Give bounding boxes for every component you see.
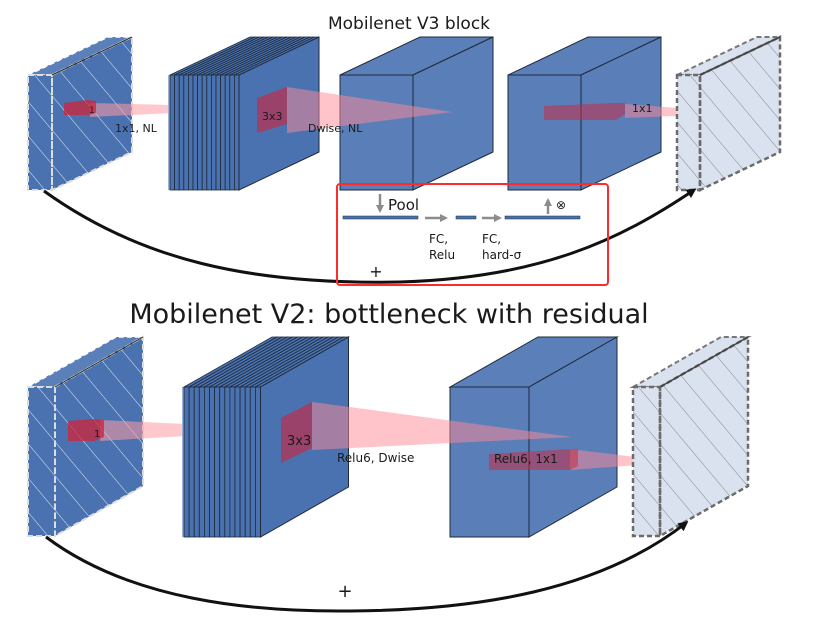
v3-expand-label: 1x1, NL <box>115 122 158 135</box>
stack-slice <box>183 74 189 191</box>
v2-kernel-3x3: 3x3 <box>281 402 572 463</box>
stack-slice <box>224 74 231 191</box>
se-highlight-box <box>336 183 609 286</box>
v2-residual-plus: + <box>337 581 352 602</box>
stack-slice <box>197 74 203 191</box>
v3-input-tensor <box>27 35 133 192</box>
stack-slice <box>214 386 221 538</box>
v3-dwise-label: Dwise, NL <box>308 122 363 135</box>
stack-slice <box>239 386 246 538</box>
v2-dwise-label: Relu6, Dwise <box>337 451 414 465</box>
stack-slice <box>178 74 185 191</box>
v2-input-tensor <box>25 335 146 538</box>
v3-residual-arrow <box>43 188 697 284</box>
se-pooled-vector <box>342 215 419 220</box>
v3-title: Mobilenet V3 block <box>328 14 490 34</box>
v2-output-tensor <box>629 334 752 539</box>
v3-project-kernel-label: 1x1 <box>632 102 653 115</box>
stack-slice <box>215 74 221 191</box>
se-fc2-vector <box>504 215 581 220</box>
v3-kernel-3x3: 3x3 <box>257 87 452 133</box>
se-fc1-vector <box>455 215 477 220</box>
v3-se-module: Pool FC, Relu FC, hard-σ ⊗ <box>336 183 609 286</box>
v3-output-tensor <box>675 35 782 192</box>
v2-kernel-project <box>489 449 678 470</box>
multiply-icon: ⊗ <box>556 198 566 212</box>
se-fc2-label-1: FC, <box>482 232 501 246</box>
v2-title: Mobilenet V2: bottleneck with residual <box>129 299 648 330</box>
stack-slice <box>192 74 198 191</box>
stack-slice <box>188 386 195 538</box>
stack-slice <box>234 386 241 538</box>
se-fc1-label-1: FC, <box>429 232 448 246</box>
v2-kernel-1x1: 1 <box>68 419 186 441</box>
stack-slice <box>229 74 235 191</box>
stack-slice <box>193 386 200 538</box>
stack-slice <box>201 74 208 191</box>
v3-dwise-tensor <box>339 36 494 191</box>
v3-residual-plus: + <box>369 262 382 281</box>
stack-slice <box>169 74 175 191</box>
stack-slice <box>224 386 231 538</box>
stack-slice <box>210 74 217 191</box>
se-fc2-label-2: hard-σ <box>482 248 522 262</box>
stack-slice <box>254 386 261 538</box>
v2-dwise-kernel-label: 3x3 <box>287 434 311 449</box>
stack-slice <box>220 74 226 191</box>
v2-residual-arrow <box>45 521 689 613</box>
stack-slice <box>229 386 236 538</box>
se-fc1-label-2: Relu <box>429 248 455 262</box>
stack-slice <box>206 74 212 191</box>
stack-slice <box>209 386 215 538</box>
stack-slice <box>244 386 251 538</box>
stack-slice <box>183 386 190 538</box>
stack-slice <box>219 386 226 538</box>
v2-input-kernel-label: 1 <box>94 429 100 440</box>
v2-project-label: Relu6, 1x1 <box>494 452 558 466</box>
v3-input-kernel-label: 1 <box>89 106 95 116</box>
se-pool-label: Pool <box>388 196 419 214</box>
v3-kernel-1x1: 1 <box>64 100 172 117</box>
stack-slice <box>233 74 240 191</box>
v3-dwise-kernel-label: 3x3 <box>262 110 283 123</box>
stack-slice <box>203 386 210 538</box>
stack-slice <box>249 386 256 538</box>
stack-slice <box>187 74 194 191</box>
stack-slice <box>174 74 180 191</box>
stack-slice <box>198 386 205 538</box>
